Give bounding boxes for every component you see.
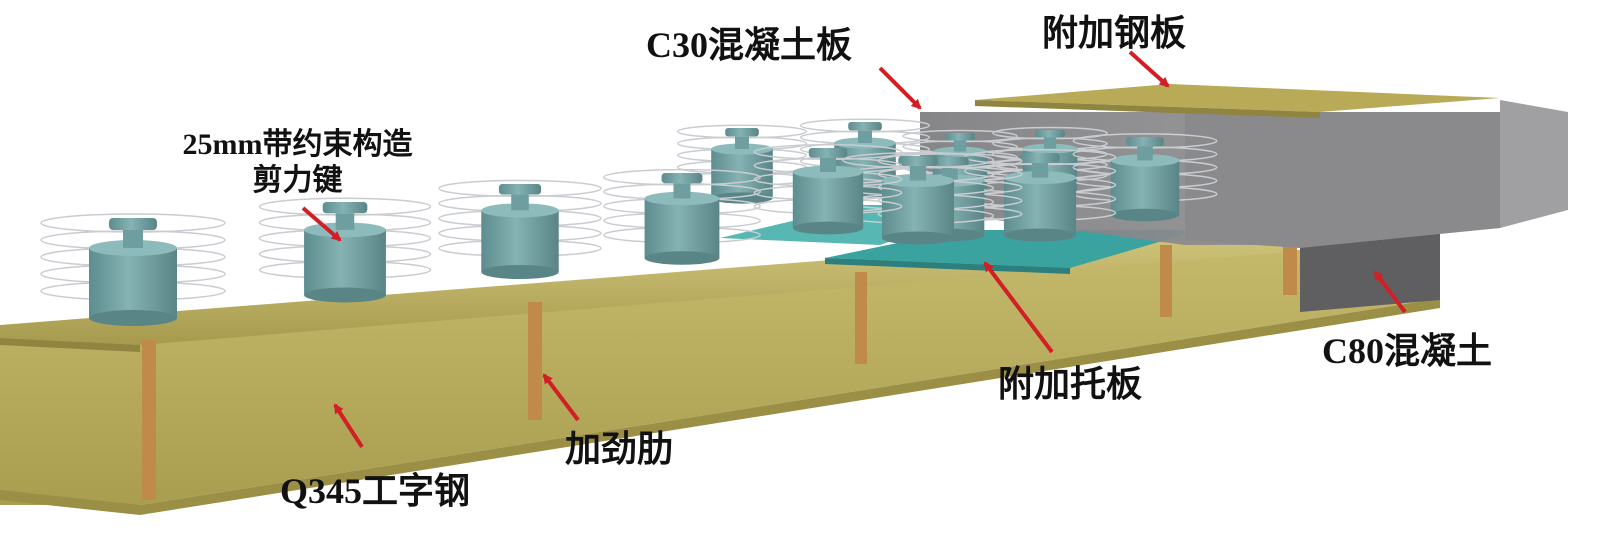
shear-key-head (499, 184, 541, 195)
stiffener-5 (1283, 245, 1297, 295)
stiffener-3 (855, 272, 867, 364)
label-added-steel-plate: 附加钢板 (1042, 4, 1186, 56)
shear-key-stem (1137, 146, 1153, 160)
shear-key (41, 214, 225, 326)
shear-key-head (662, 173, 703, 183)
label-i-beam: Q345工字钢 (280, 462, 470, 514)
shear-key-base (89, 310, 177, 326)
shear-key-base (304, 288, 386, 303)
shear-key-body (645, 199, 720, 259)
shear-key-body (1111, 160, 1180, 215)
shear-key-head (898, 156, 937, 166)
shear-key-base (645, 251, 720, 265)
c30-slab-side (1185, 112, 1500, 248)
shear-key-body (89, 248, 177, 318)
shear-key-stem (954, 140, 966, 151)
shear-key-base (793, 222, 863, 235)
shear-key (439, 180, 601, 279)
arrow-c30-slab (880, 68, 920, 108)
shear-key-base (1004, 228, 1076, 241)
shear-key-body (481, 210, 558, 272)
shear-key-head (725, 128, 759, 136)
shear-key-body (1004, 178, 1076, 235)
shear-key-base (481, 265, 558, 279)
shear-key-head (323, 202, 368, 213)
label-stiffener: 加劲肋 (565, 420, 673, 472)
shear-key-body (793, 172, 863, 228)
label-added-bracket-plate: 附加托板 (998, 355, 1142, 407)
label-shear-key-line1: 25mm带约束构造 (165, 127, 430, 163)
arrow-added-steel-plate (1130, 52, 1168, 86)
stiffener-1 (142, 340, 156, 500)
shear-key-stem (1032, 163, 1048, 178)
label-c30-slab: C30混凝土板 (646, 16, 852, 68)
shear-key-stem (674, 183, 691, 198)
shear-key-head (1126, 137, 1163, 146)
shear-key-head (809, 148, 847, 158)
shear-key-head (848, 122, 882, 130)
shear-key-body (711, 149, 773, 198)
shear-key-stem (511, 195, 529, 211)
shear-key (259, 198, 430, 302)
shear-key-stem (910, 166, 926, 181)
shear-key-base (1111, 209, 1180, 221)
stiffener-2 (528, 302, 542, 420)
shear-key-stem (735, 136, 749, 149)
label-c80-concrete: C80混凝土 (1322, 322, 1492, 374)
stiffener-4 (1160, 245, 1172, 317)
c30-slab-right (1500, 100, 1568, 228)
shear-key-stem (820, 158, 836, 172)
shear-key-base (882, 231, 954, 244)
shear-key-stem (123, 230, 143, 248)
shear-key-stem (1044, 137, 1056, 148)
shear-key-head (1035, 130, 1065, 137)
shear-key (678, 125, 807, 203)
shear-key-stem (858, 130, 872, 143)
shear-key-body (304, 230, 386, 295)
shear-key-head (109, 218, 157, 230)
shear-key-stem (336, 213, 355, 230)
label-shear-key-line2: 剪力键 (165, 163, 430, 199)
shear-key-head (1020, 153, 1059, 163)
label-shear-key: 25mm带约束构造 剪力键 (165, 127, 430, 199)
shear-key-head (945, 133, 975, 140)
